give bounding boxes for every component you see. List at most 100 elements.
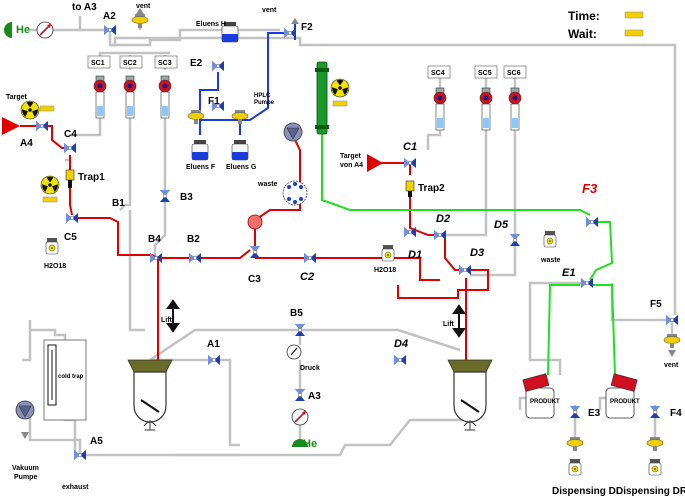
eluens-f-label: Eluens F	[186, 164, 216, 171]
valve-b5-label: B5	[290, 308, 303, 319]
vakuum-label-1: Vakuum	[12, 465, 39, 472]
sc5-label: SC5	[478, 70, 492, 77]
target-von-a4-label-1: Target	[340, 153, 362, 160]
hplc-pump-icon	[283, 122, 303, 142]
valve-a1[interactable]	[207, 354, 221, 366]
target-von-a4-label-2: von A4	[340, 162, 363, 169]
valve-b2[interactable]	[188, 252, 202, 264]
eluens-h-label: Eluens H	[196, 21, 226, 28]
waste-mid-label: waste	[257, 181, 278, 188]
eluens-g-label: Eluens G	[226, 164, 257, 171]
target-left-label: Target	[6, 94, 28, 101]
vent-top-arrow-icon	[136, 8, 144, 14]
valve-d4[interactable]	[393, 354, 407, 366]
sc3-label: SC3	[158, 60, 172, 67]
druck-label: Druck	[300, 365, 320, 372]
valve-b2-label: B2	[187, 234, 200, 245]
wait-label: Wait:	[568, 27, 597, 41]
eluens-g-bottle-icon	[231, 139, 249, 161]
lift-right-label: Lift	[443, 321, 455, 328]
exhaust-label: exhaust	[62, 484, 89, 491]
valve-b4-label: B4	[148, 234, 161, 245]
gray-tubing	[22, 16, 677, 457]
flow-controller-top-icon	[36, 21, 54, 39]
valve-a3[interactable]	[294, 388, 306, 402]
valve-f4-label: F4	[670, 408, 682, 419]
valve-f2-label: F2	[301, 22, 313, 33]
cartridge-sc5-icon	[479, 87, 493, 131]
to-a3-label: to A3	[72, 2, 97, 13]
injection-valve-icon	[282, 180, 308, 206]
radiation-trap-left-icon	[40, 175, 60, 195]
trap2-icon	[405, 180, 415, 192]
cartridge-sc2-icon	[123, 75, 137, 119]
valve-b3-label: B3	[180, 192, 193, 203]
valve-a5-label: A5	[90, 436, 103, 447]
green-tubing	[321, 70, 616, 376]
valve-a4-label: A4	[20, 138, 33, 149]
eluens-f-bottle-icon	[191, 139, 209, 161]
cold-trap-label: cold trap	[58, 374, 84, 380]
valve-e3[interactable]	[569, 405, 581, 419]
cartridge-sc3-icon	[158, 75, 172, 119]
lift-right-arrow-icon	[452, 304, 466, 338]
sc5-box	[474, 65, 498, 79]
trap-left-indicator	[42, 196, 58, 203]
h2o18-right-label: H2O18	[374, 267, 396, 274]
valve-a2-label: A2	[103, 11, 116, 22]
valve-e2[interactable]	[211, 60, 225, 72]
svg-text:PRODUKT: PRODUKT	[530, 399, 560, 405]
filter-g-icon	[231, 109, 249, 125]
valve-e1[interactable]	[580, 277, 594, 289]
trap2-label: Trap2	[418, 183, 445, 194]
dispensing-dr-vial-icon	[648, 458, 662, 476]
filter-dl-icon	[566, 436, 584, 452]
vent-right-arrow-icon	[668, 350, 676, 357]
lift-left-label: Lift	[161, 317, 173, 324]
valve-c3[interactable]	[249, 245, 261, 259]
sc1-label: SC1	[91, 60, 105, 67]
filter-vent-top-icon	[131, 13, 149, 29]
sc2-label: SC2	[123, 60, 137, 67]
filter-f-icon	[187, 109, 205, 125]
valve-c4[interactable]	[63, 142, 77, 154]
valve-f3[interactable]	[585, 216, 599, 228]
vakuum-label-2: Pumpe	[14, 474, 37, 481]
valve-f3-label: F3	[582, 181, 598, 196]
valve-d3[interactable]	[458, 264, 472, 276]
valve-d2-label: D2	[436, 213, 450, 225]
valve-a4[interactable]	[35, 120, 49, 132]
trap1-icon	[65, 169, 75, 181]
h2o18-left-vial-icon	[45, 237, 59, 255]
target-a4-arrow-icon	[2, 117, 20, 135]
valve-c3-label: C3	[248, 274, 261, 285]
cold-trap-icon	[43, 339, 87, 421]
vacuum-exhaust-arrow-icon	[21, 432, 29, 439]
sc4-box	[427, 65, 451, 79]
vacuum-pump-icon	[15, 400, 35, 420]
valve-f5-label: F5	[650, 299, 662, 310]
sc6-label: SC6	[507, 70, 521, 77]
waste-right-label: waste	[540, 257, 561, 264]
vent-top-label: vent	[136, 3, 151, 10]
valve-c1-label: C1	[403, 141, 417, 153]
valve-f2[interactable]	[283, 27, 297, 39]
waste-right-vial-icon	[543, 230, 557, 248]
hplc-label-2: Pumpe	[254, 100, 275, 106]
product-vial-right-icon: PRODUKT	[605, 373, 640, 419]
valve-d4-label: D4	[394, 338, 408, 350]
valve-d5[interactable]	[509, 233, 521, 247]
hplc-label-1: HPLC	[254, 93, 271, 99]
dispensing-dl-label: Dispensing DL	[552, 486, 622, 497]
valve-f4[interactable]	[649, 405, 661, 419]
reactor-left-icon	[127, 359, 173, 431]
filter-dr-icon	[646, 436, 664, 452]
column-indicator	[332, 100, 348, 107]
valve-b3[interactable]	[159, 189, 171, 203]
he-bottom-gas-source-icon	[292, 439, 308, 447]
valve-e1-label: E1	[562, 267, 575, 279]
valve-d2[interactable]	[433, 229, 447, 241]
vent-right-label: vent	[664, 362, 679, 369]
valve-c2[interactable]	[303, 252, 317, 264]
